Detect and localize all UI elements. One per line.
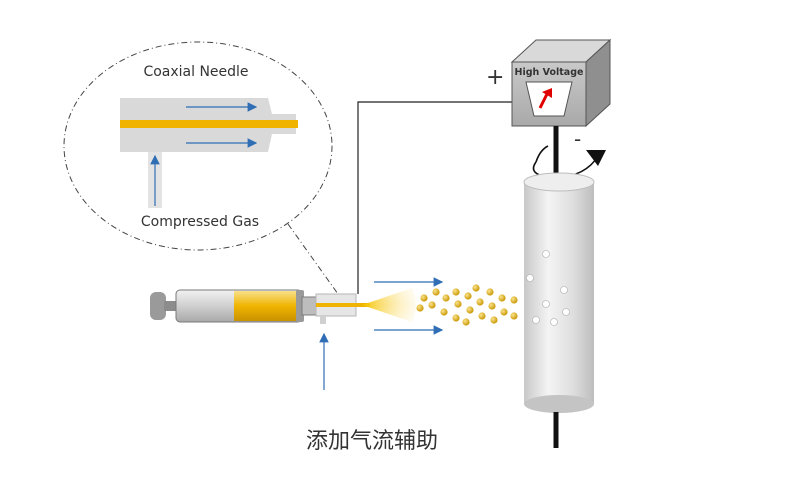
droplet	[478, 312, 486, 320]
syringe	[150, 289, 317, 323]
droplet	[466, 306, 474, 314]
coaxial-needle-label: Coaxial Needle	[143, 64, 248, 80]
zoom-callout-connector	[287, 223, 339, 295]
droplet	[498, 294, 506, 302]
liquid-core-line	[120, 120, 298, 128]
droplet	[442, 294, 450, 302]
coaxial-needle-magnified	[120, 98, 298, 208]
high-voltage-label: High Voltage	[515, 67, 584, 78]
droplet	[420, 294, 428, 302]
rotating-collector	[523, 172, 595, 413]
droplet	[510, 296, 518, 304]
droplet	[462, 318, 470, 326]
zoom-callout-ellipse	[63, 41, 333, 251]
droplet	[464, 292, 472, 300]
droplet	[452, 314, 460, 322]
droplet	[440, 308, 448, 316]
droplet	[432, 288, 440, 296]
droplet	[486, 288, 494, 296]
droplet	[500, 308, 508, 316]
droplet	[416, 304, 424, 312]
high-voltage-supply	[510, 38, 612, 128]
droplet	[488, 302, 496, 310]
diagram-caption: 添加气流辅助	[306, 429, 438, 454]
voltage-dial	[525, 81, 573, 117]
droplets	[416, 284, 518, 326]
droplet	[454, 300, 462, 308]
droplet	[476, 298, 484, 306]
droplet	[490, 316, 498, 324]
negative-sign: -	[574, 127, 581, 151]
compressed-gas-label: Compressed Gas	[141, 214, 259, 230]
spray-cone	[362, 288, 416, 322]
positive-wire	[357, 101, 512, 294]
positive-sign: +	[486, 65, 504, 90]
droplet	[428, 301, 436, 309]
droplet	[510, 312, 518, 320]
syringe-liquid	[234, 291, 298, 321]
droplet	[452, 288, 460, 296]
needle-core	[316, 303, 370, 307]
syringe-plunger-cap	[150, 292, 166, 320]
droplet	[472, 284, 480, 292]
